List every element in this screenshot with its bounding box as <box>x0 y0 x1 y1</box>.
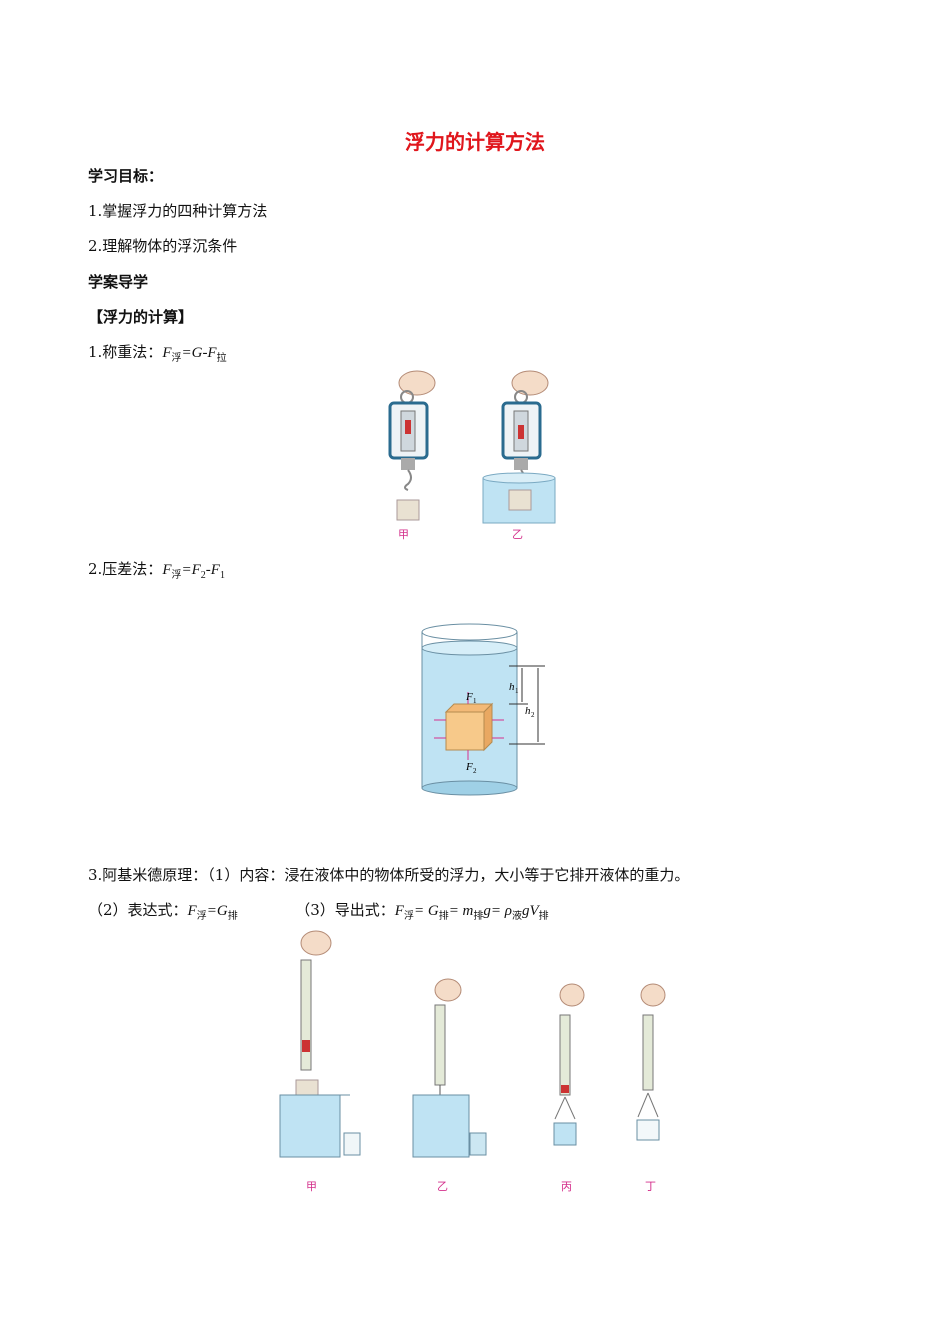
caption-bing-3: 丙 <box>561 1180 572 1193</box>
method3-line1: 3.阿基米德原理：（1）内容：浸在液体中的物体所受的浮力，大小等于它排开液体的重… <box>88 866 690 884</box>
derive-label: （3）导出式： <box>295 901 395 919</box>
method1-line: 1.称重法：F浮=G-F拉 <box>88 341 227 364</box>
setup-jia <box>279 930 361 1158</box>
caption-yi-1: 乙 <box>512 528 523 541</box>
svg-text:1: 1 <box>515 687 519 695</box>
label-h1: h <box>509 681 515 693</box>
label-f2: F <box>465 761 473 773</box>
section-heading: 【浮力的计算】 <box>88 308 194 326</box>
expr-label: （2）表达式： <box>88 901 188 919</box>
page-title: 浮力的计算方法 <box>405 130 545 154</box>
svg-text:2: 2 <box>531 711 535 719</box>
method1-label: 1.称重法： <box>88 343 163 361</box>
method1-formula: F浮=G-F拉 <box>162 345 227 364</box>
svg-text:2: 2 <box>473 767 477 775</box>
method2-formula: F浮=F2-F1 <box>162 562 225 581</box>
method3-line2: （2）表达式：F浮=G排 （3）导出式：F浮= G排= m排g= ρ液gV排 <box>88 899 549 922</box>
setup-ding <box>636 983 666 1141</box>
expr-formula: F浮=G排 <box>187 903 238 922</box>
label-h2: h <box>525 705 531 717</box>
setup-yi <box>412 978 487 1158</box>
method2-line: 2.压差法：F浮=F2-F1 <box>88 558 225 581</box>
archimedes-figure <box>279 930 666 1158</box>
guide-heading: 学案导学 <box>88 273 149 291</box>
caption-yi-3: 乙 <box>437 1180 448 1193</box>
svg-text:1: 1 <box>473 697 477 705</box>
derive-formula: F浮= G排= m排g= ρ液gV排 <box>394 903 549 922</box>
spring-scale-b <box>482 370 556 524</box>
goals-heading: 学习目标： <box>88 167 164 185</box>
spring-scale-a <box>388 370 436 521</box>
label-f1: F <box>465 691 473 703</box>
spring-scale-figure <box>388 370 556 524</box>
goal-item-1: 1.掌握浮力的四种计算方法 <box>88 202 268 220</box>
goal-item-2: 2.理解物体的浮沉条件 <box>88 237 238 255</box>
caption-ding-3: 丁 <box>645 1180 656 1193</box>
method2-label: 2.压差法： <box>88 560 163 578</box>
caption-jia-3: 甲 <box>306 1180 317 1193</box>
setup-bing <box>553 983 585 1146</box>
caption-jia-1: 甲 <box>398 528 409 541</box>
